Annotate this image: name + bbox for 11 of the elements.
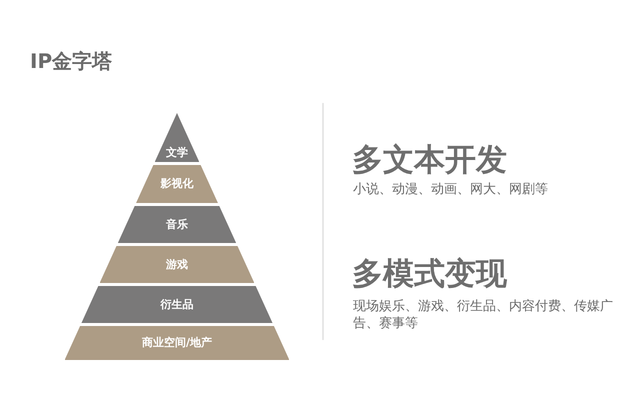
band-label: 商业空间/地产 bbox=[140, 336, 213, 350]
band-label: 游戏 bbox=[164, 258, 189, 272]
band-label: 影视化 bbox=[159, 177, 194, 191]
page-title: IP金字塔 bbox=[30, 48, 112, 75]
band-label: 衍生品 bbox=[159, 298, 194, 312]
description: 现场娱乐、游戏、衍生品、内容付费、传媒广告、赛事等 bbox=[353, 298, 614, 332]
band-label: 文学 bbox=[164, 146, 189, 160]
description: 小说、动漫、动画、网大、网剧等 bbox=[353, 181, 549, 198]
heading: 多模式变现 bbox=[352, 255, 507, 294]
band-label: 音乐 bbox=[164, 218, 189, 232]
heading: 多文本开发 bbox=[352, 141, 507, 180]
